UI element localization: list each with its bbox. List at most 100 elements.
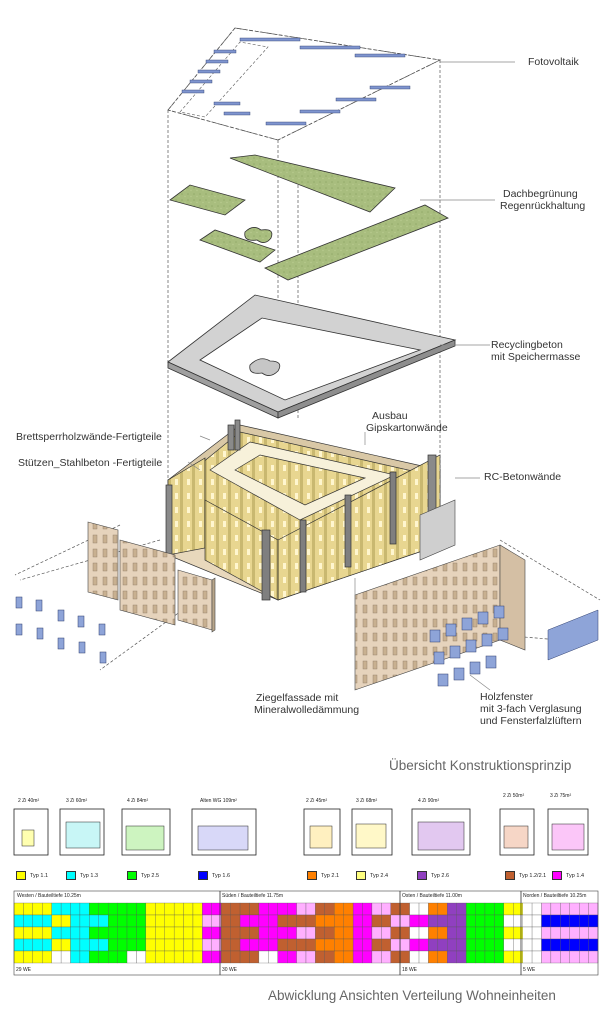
legend-swatch-typ-2-6 [417, 871, 427, 880]
facade-grid-cell [126, 950, 137, 964]
facade-grid-cell [494, 914, 504, 928]
facade-label-east: Osten / Bauteiltiefe 11.00m [402, 893, 462, 899]
facade-grid-cell [334, 926, 344, 940]
facade-grid-cell [23, 950, 33, 964]
facade-grid-cell [108, 938, 118, 952]
facade-grid-cell [296, 938, 307, 952]
facade-grid-cell [428, 950, 439, 964]
facade-grid-cell [315, 938, 325, 952]
facade-grid-cell [145, 950, 156, 964]
facade-grid-cell [98, 914, 109, 928]
legend-typ-1-2-2-1: Typ 1.2/2.1 [519, 873, 547, 879]
facade-grid-cell [390, 938, 401, 952]
label-3fach-verglasung: mit 3-fach Verglasung [480, 703, 582, 715]
facade-grid-cell [221, 950, 231, 964]
facade-grid-cell [409, 902, 420, 916]
facade-grid-cell [23, 938, 33, 952]
facade-grid-cell [494, 950, 504, 964]
unit-label-6: 3 Zi 68m² [356, 798, 378, 804]
facade-grid-cell [183, 914, 194, 928]
facade-grid-cell [381, 914, 391, 928]
facade-grid-cell [484, 926, 495, 940]
facade-grid-cell [550, 902, 561, 916]
facade-grid-cell [503, 950, 514, 964]
facade-grid-cell [400, 914, 410, 928]
label-fensterfalzlueftern: und Fensterfalzlüftern [480, 715, 582, 727]
facade-grid-cell [155, 926, 165, 940]
facade-grid-cell [117, 914, 128, 928]
facade-grid-cell [522, 902, 533, 916]
facade-grid-cell [108, 914, 118, 928]
facade-grid-cell [352, 926, 363, 940]
facade-grid-cell [531, 938, 542, 952]
facade-grid-cell [418, 950, 429, 964]
facade-grid-cell [70, 950, 81, 964]
facade-grid-cell [428, 914, 439, 928]
facade-grid-cell [287, 902, 297, 916]
facade-grid-cell [51, 938, 62, 952]
facade-grid-cell [343, 938, 354, 952]
facade-grid-cell [268, 950, 278, 964]
facade-grid-cell [268, 938, 278, 952]
facade-grid-cell [13, 914, 24, 928]
facade-grid-cell [437, 938, 448, 952]
facade-grid-cell [531, 902, 542, 916]
facade-grid-cell [456, 914, 467, 928]
facade-grid-cell [315, 950, 325, 964]
facade-grid-cell [296, 902, 307, 916]
facade-grid-cell [305, 938, 316, 952]
legend-typ-1-3: Typ 1.3 [80, 873, 99, 879]
facade-grid-cell [447, 902, 457, 916]
facade-grid-cell [89, 914, 99, 928]
facade-grid-cell [51, 926, 62, 940]
facade-grid-cell [588, 914, 599, 928]
facade-grid-cell [192, 926, 203, 940]
facade-grid-cell [484, 914, 495, 928]
facade-grid-cell [352, 950, 363, 964]
facade-grid-cell [192, 950, 203, 964]
facade-grid-cell [456, 902, 467, 916]
facade-grid-cell [315, 902, 325, 916]
facade-grid-cell [173, 938, 184, 952]
legend-typ-2-1: Typ 2.1 [321, 873, 340, 879]
label-recyclingbeton: Recyclingbeton [491, 339, 563, 351]
facade-grid-cell [155, 914, 165, 928]
facade-grid-cell [239, 950, 250, 964]
facade-grid-cell [145, 938, 156, 952]
facade-grid-cell [324, 950, 335, 964]
facade-grid-cell [13, 902, 24, 916]
facade-grid-cell [334, 914, 344, 928]
facade-grid-cell [465, 950, 476, 964]
facade-grid-cell [258, 914, 269, 928]
facade-grid-cell [239, 902, 250, 916]
facade-grid-cell [70, 902, 81, 916]
facade-grid-cell [192, 938, 203, 952]
facade-grid-cell [98, 926, 109, 940]
facade-grid-cell [239, 926, 250, 940]
facade-grid-cell [42, 914, 52, 928]
facade-grid-cell [136, 926, 147, 940]
label-ausbau: Ausbau [372, 410, 408, 422]
facade-grid-cell [249, 938, 260, 952]
facade-grid-cell [202, 914, 212, 928]
facade-grid-cell [305, 914, 316, 928]
facade-grid-cell [390, 926, 401, 940]
title-overview: Übersicht Konstruktionsprinzip [389, 758, 572, 773]
facade-unfolding-grid [13, 890, 599, 976]
facade-grid-cell [475, 950, 486, 964]
facade-grid-cell [541, 950, 552, 964]
facade-grid-cell [108, 950, 118, 964]
facade-grid-cell [381, 902, 391, 916]
facade-grid-cell [390, 950, 401, 964]
facade-label-west: Westen / Bauteiltiefe 10.25m [17, 893, 81, 899]
facade-grid-cell [117, 938, 128, 952]
facade-grid-cell [202, 902, 212, 916]
facade-grid-cell [145, 902, 156, 916]
facade-grid-cell [23, 914, 33, 928]
legend-typ-1-4: Typ 1.4 [566, 873, 585, 879]
facade-grid-cell [98, 950, 109, 964]
facade-grid-cell [447, 926, 457, 940]
label-dachbegruenung: Dachbegrünung [503, 188, 578, 200]
facade-grid-cell [183, 902, 194, 916]
facade-grid-cell [352, 938, 363, 952]
